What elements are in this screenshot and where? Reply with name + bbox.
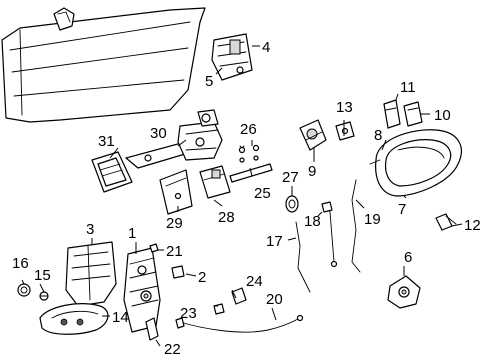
callout-10: 10 xyxy=(434,107,451,124)
door-shell xyxy=(1,7,206,123)
callout-5: 5 xyxy=(205,73,213,90)
callout-20: 20 xyxy=(266,291,283,308)
callout-18: 18 xyxy=(304,213,321,230)
callout-2: 2 xyxy=(198,269,206,286)
callout-15: 15 xyxy=(34,267,51,284)
callout-17: 17 xyxy=(266,233,283,250)
callout-16: 16 xyxy=(12,255,29,272)
callout-14: 14 xyxy=(112,309,129,326)
callout-6: 6 xyxy=(404,249,412,266)
callout-29: 29 xyxy=(166,215,183,232)
door-check-link xyxy=(125,109,223,169)
callout-7: 7 xyxy=(398,201,406,218)
small-knob xyxy=(17,283,31,297)
inside-handle-housing xyxy=(65,241,117,307)
latch-clip-2 xyxy=(171,265,185,279)
callout-4: 4 xyxy=(262,39,270,56)
callout-25: 25 xyxy=(254,185,271,202)
inside-door-handle xyxy=(39,303,109,335)
handle-bolt xyxy=(435,213,457,231)
lock-rod-clip xyxy=(335,121,355,141)
callout-3: 3 xyxy=(86,221,94,238)
striker-bracket xyxy=(387,275,421,309)
latch-bolt-22 xyxy=(145,317,159,341)
latch-rod-18 xyxy=(321,201,338,268)
callout-26: 26 xyxy=(240,121,257,138)
door-lock-actuator xyxy=(211,33,253,81)
latch-screw-21 xyxy=(149,243,159,253)
bracket-with-screws xyxy=(229,144,273,183)
latch-rod-17 xyxy=(295,221,311,293)
callout-21: 21 xyxy=(166,243,183,260)
callout-23: 23 xyxy=(180,305,197,322)
callout-labels: 4 5 30 31 26 25 29 28 27 9 13 11 10 8 7 … xyxy=(12,39,481,358)
callout-8: 8 xyxy=(374,127,382,144)
release-cable xyxy=(175,314,304,333)
handle-bezel xyxy=(383,99,401,129)
callout-31: 31 xyxy=(98,133,115,150)
callout-22: 22 xyxy=(164,341,181,358)
lock-cylinder xyxy=(299,119,327,151)
callout-30: 30 xyxy=(150,125,167,142)
leader-lines xyxy=(21,45,463,347)
outside-door-handle xyxy=(369,129,462,197)
callout-12: 12 xyxy=(464,217,481,234)
callout-11: 11 xyxy=(400,79,416,96)
grommet xyxy=(285,195,299,213)
handle-cap xyxy=(403,101,423,127)
callout-27: 27 xyxy=(282,169,299,186)
small-screw xyxy=(39,291,49,301)
mounting-bracket xyxy=(159,169,193,215)
callout-13: 13 xyxy=(336,99,353,116)
callout-28: 28 xyxy=(218,209,235,226)
cable-clip xyxy=(231,287,247,305)
callout-19: 19 xyxy=(364,211,381,228)
window-motor xyxy=(199,165,231,199)
callout-1: 1 xyxy=(128,225,136,242)
callout-9: 9 xyxy=(308,163,316,180)
latch-rod-19 xyxy=(351,179,361,273)
callout-24: 24 xyxy=(246,273,263,290)
speaker-housing xyxy=(91,151,133,193)
